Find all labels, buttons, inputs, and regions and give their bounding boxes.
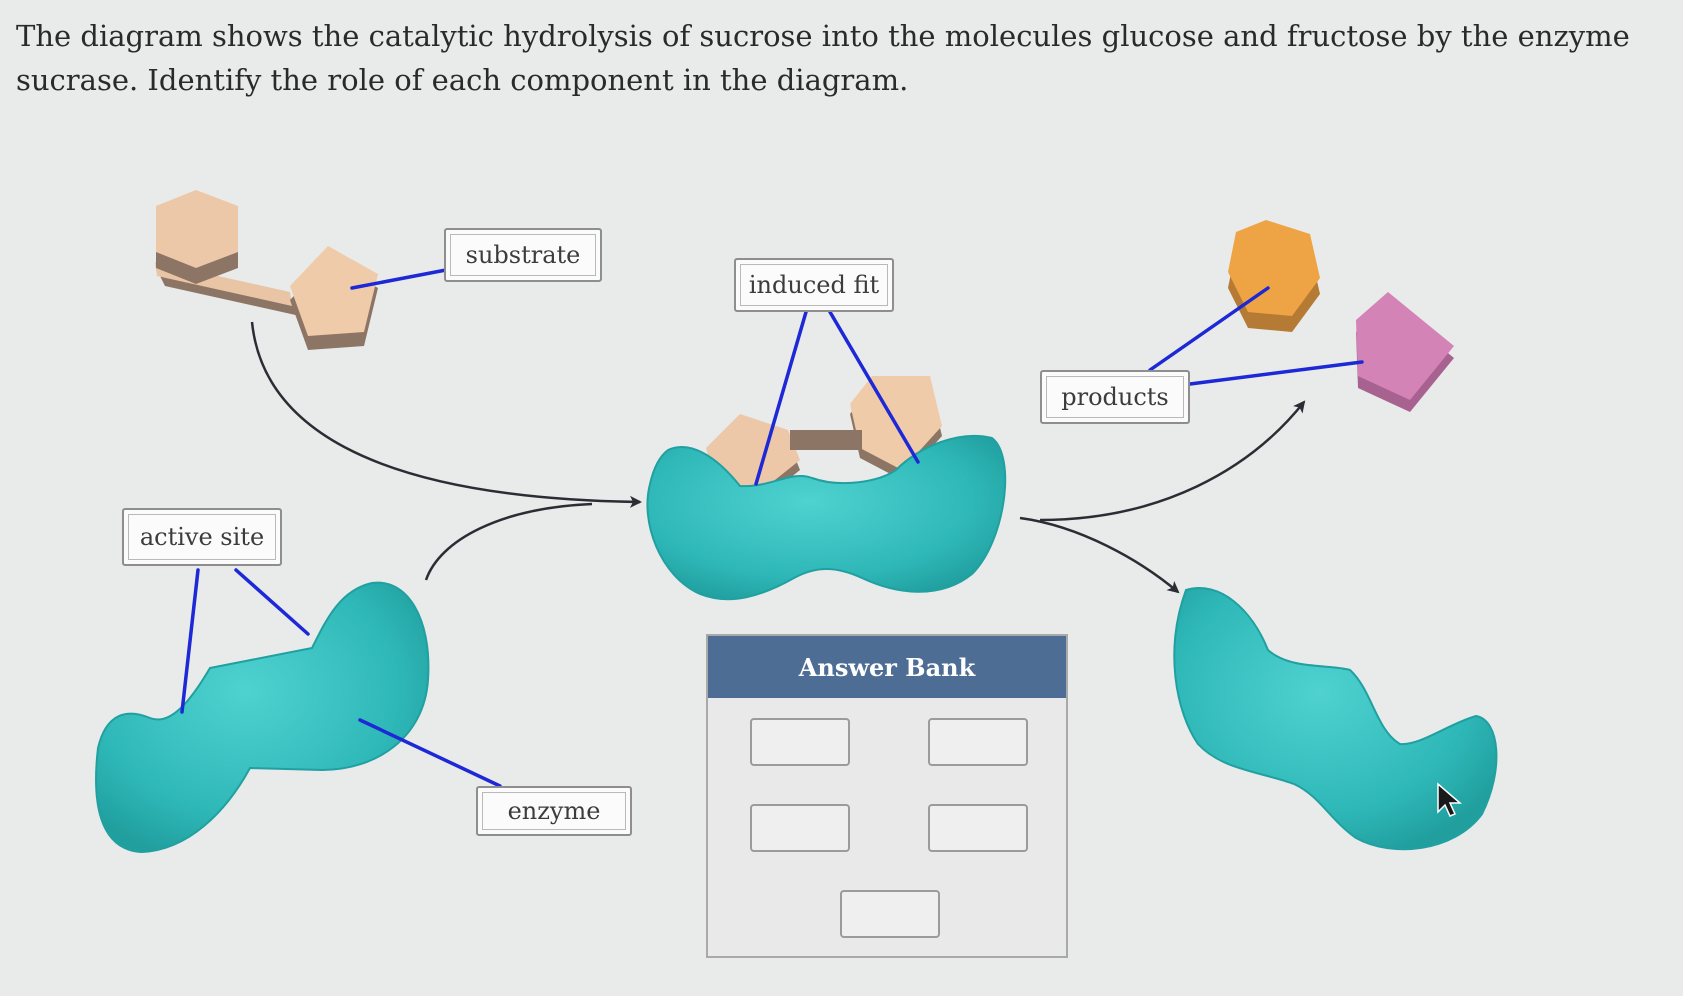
induced-fit-leader-line-2	[828, 310, 920, 464]
answer-bank-slot[interactable]	[840, 890, 940, 938]
answer-bank: Answer Bank	[706, 634, 1068, 958]
complex-to-products-arrow	[1039, 400, 1306, 522]
products-leader-line-2	[1188, 360, 1364, 386]
enzyme-shape-right	[1173, 587, 1498, 851]
products-label[interactable]: products	[1040, 370, 1190, 424]
enzyme-substrate-complex	[646, 376, 1007, 601]
sucrose-substrate-molecule	[155, 190, 378, 350]
active-site-leader-line-1	[180, 568, 200, 714]
answer-bank-title: Answer Bank	[708, 636, 1066, 698]
substrate-to-complex-arrow	[250, 321, 642, 508]
answer-bank-slot[interactable]	[750, 804, 850, 852]
substrate-leader-line	[350, 268, 448, 290]
substrate-label[interactable]: substrate	[444, 228, 602, 282]
reaction-arrows	[250, 321, 1306, 594]
products-leader-line-1	[1148, 286, 1270, 372]
answer-bank-slot[interactable]	[928, 804, 1028, 852]
answer-bank-slot[interactable]	[750, 718, 850, 766]
leader-lines	[180, 268, 1364, 788]
enzyme-to-complex-arrow	[424, 502, 593, 581]
induced-fit-label[interactable]: induced fit	[734, 258, 894, 312]
enzyme-shape-left	[95, 581, 430, 854]
enzyme-leader-line	[358, 718, 502, 788]
answer-bank-slot[interactable]	[928, 718, 1028, 766]
complex-to-enzyme-arrow	[1019, 516, 1180, 594]
active-site-leader-line-2	[234, 568, 310, 636]
mouse-pointer-icon	[1437, 782, 1463, 817]
induced-fit-leader-line-1	[754, 310, 808, 486]
enzyme-label[interactable]: enzyme	[476, 786, 632, 836]
active-site-label[interactable]: active site	[122, 508, 282, 566]
question-text: The diagram shows the catalytic hydrolys…	[16, 19, 1630, 97]
products-molecules	[1228, 220, 1454, 412]
